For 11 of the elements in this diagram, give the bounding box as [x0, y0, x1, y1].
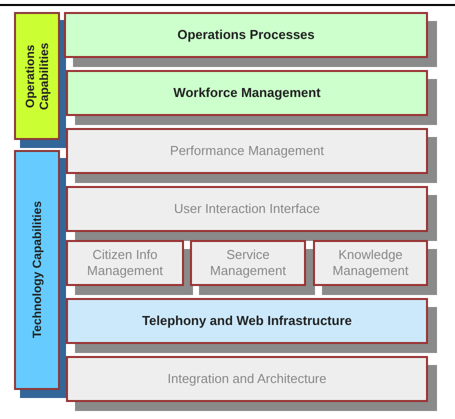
layer-label: Operations Processes — [177, 27, 315, 43]
layer-label: Workforce Management — [173, 85, 321, 101]
layer-label: Citizen Info Management — [86, 247, 164, 279]
layer-label: Telephony and Web Infrastructure — [142, 313, 352, 329]
side-label: Technology Capabilities — [30, 201, 44, 339]
layer-label: Integration and Architecture — [168, 371, 326, 387]
layer-label: Service Management — [209, 247, 287, 279]
layer-label: User Interaction Interface — [174, 201, 320, 217]
layer-label: Knowledge Management — [332, 247, 410, 279]
layer-label: Performance Management — [170, 143, 324, 159]
side-label: Operations Capabilities — [23, 41, 51, 112]
